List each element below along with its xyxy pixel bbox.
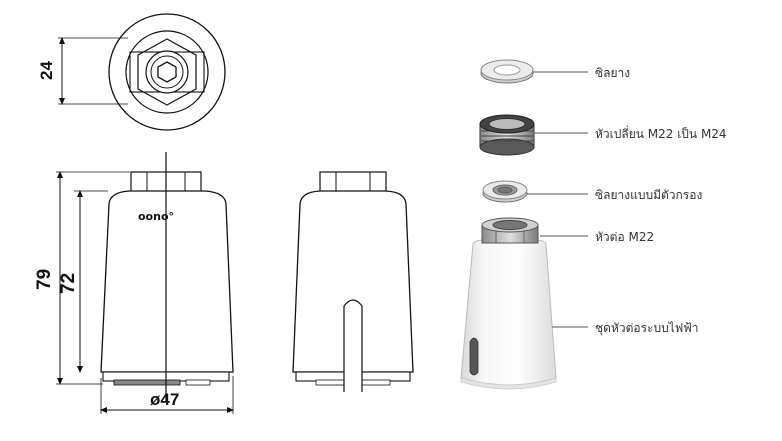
brand-logo: oono° [138, 210, 174, 223]
part-rubber-seal: ซิลยาง [480, 59, 630, 84]
front-view: oono° 79 72 ø47 [34, 152, 234, 414]
dimension-body-height: 72 [58, 273, 79, 294]
dimension-diameter: ø47 [150, 390, 179, 409]
top-view: 24 [37, 13, 226, 131]
dimension-total-height: 79 [34, 269, 55, 290]
part-adapter-m22-m24: หัวเปลี่ยน M22 เป็น M24 [479, 114, 727, 156]
label-rubber-seal: ซิลยาง [595, 66, 630, 80]
label-electrical-connector-set: ชุดหัวต่อระบบไฟฟ้า [595, 321, 698, 336]
label-adapter-m22-m24: หัวเปลี่ยน M22 เป็น M24 [595, 125, 727, 141]
side-view [292, 171, 414, 392]
part-filter-seal: ซิลยางแบบมีตัวกรอง [482, 180, 702, 203]
part-connector-assembly: หัวต่อ M22 ชุดหัวต่อระบบไฟฟ้า [460, 217, 698, 390]
dimension-top-width: 24 [37, 61, 56, 80]
label-connector-m22: หัวต่อ M22 [595, 230, 654, 244]
label-filter-seal: ซิลยางแบบมีตัวกรอง [595, 188, 702, 202]
